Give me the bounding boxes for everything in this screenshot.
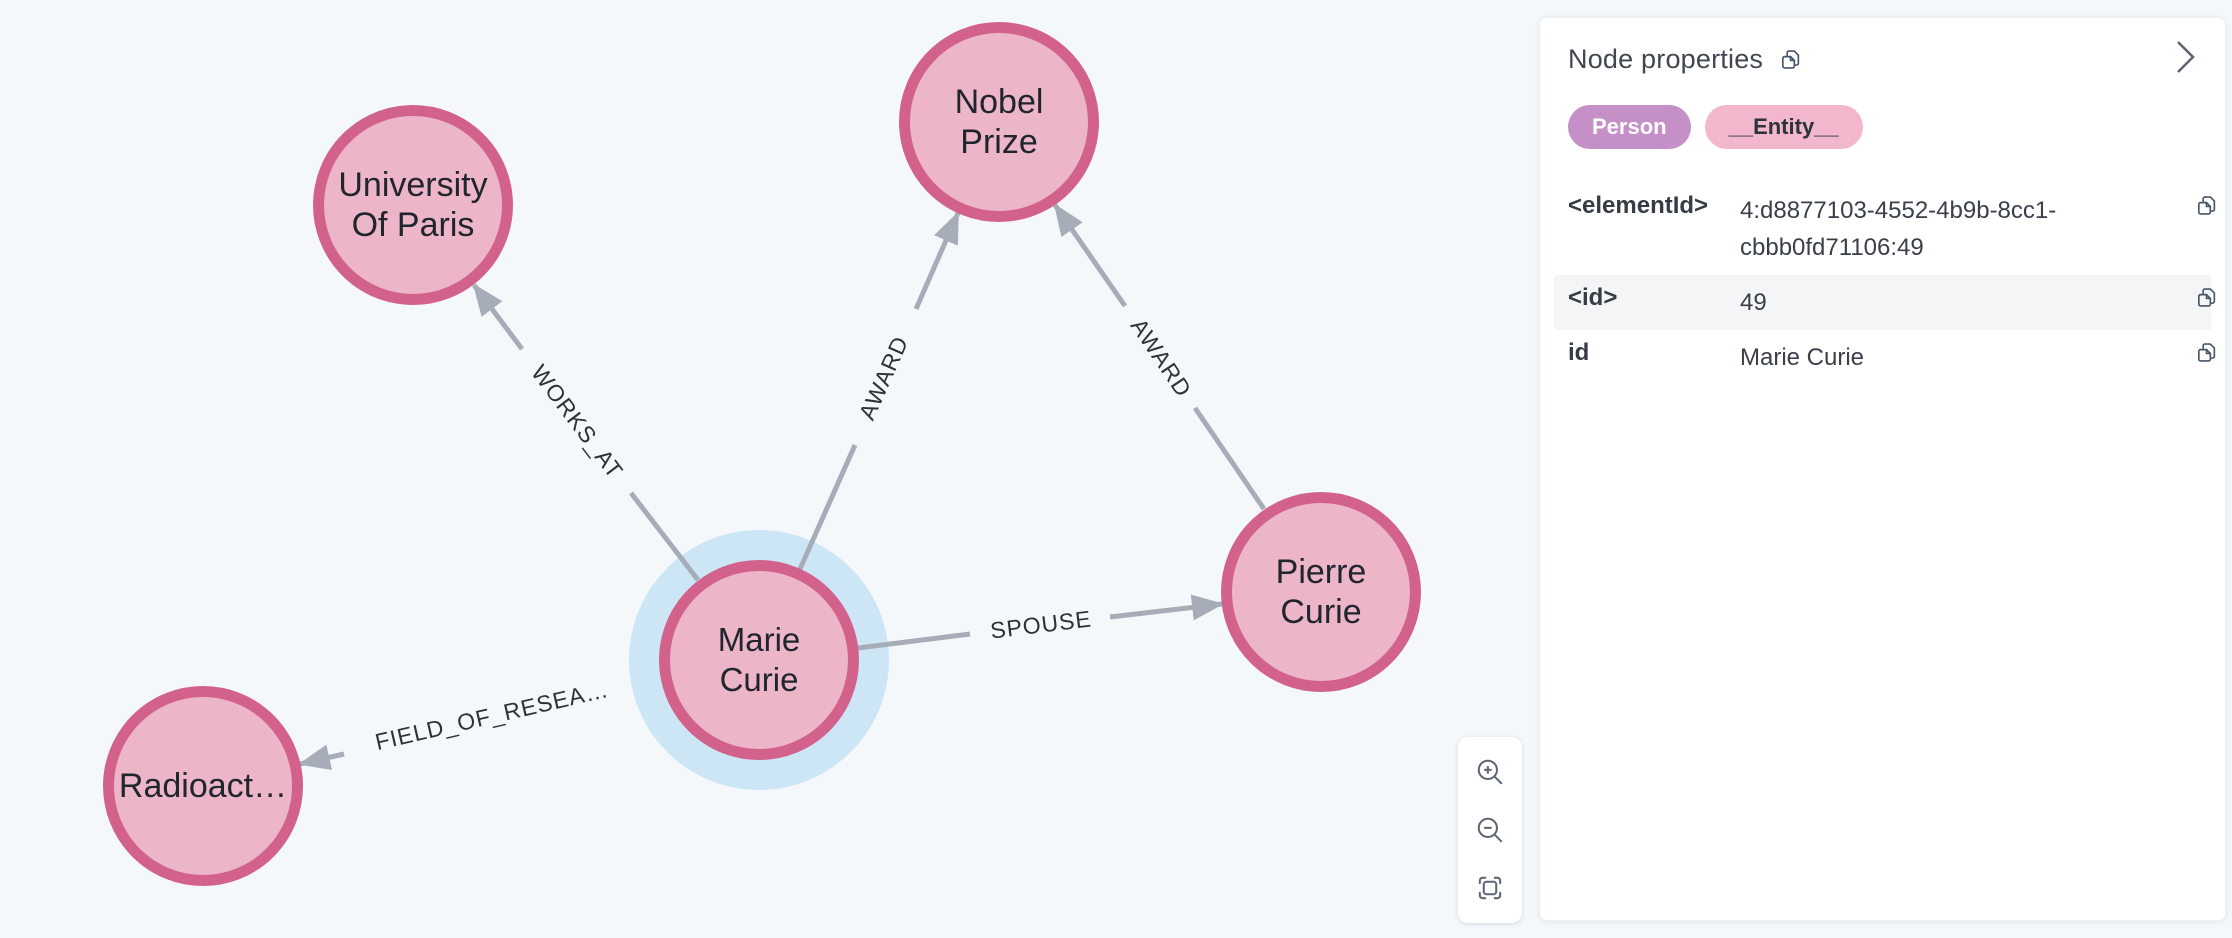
- property-key: id: [1568, 339, 1590, 366]
- edge-award-marie-arrow[interactable]: [913, 211, 961, 311]
- node-label: Prize: [960, 123, 1038, 161]
- property-value: Marie Curie: [1740, 344, 1865, 371]
- edge-works-at-line[interactable]: [629, 491, 700, 582]
- copy-icon[interactable]: [2195, 286, 2218, 309]
- node-label: University: [338, 166, 488, 204]
- properties-table: <elementId> 4:d8877103-4552-4b9b-8cc1-cb…: [1554, 183, 2216, 385]
- chevron-right-icon[interactable]: [2173, 38, 2197, 76]
- zoom-controls: [1458, 737, 1522, 923]
- copy-icon[interactable]: [1779, 48, 1802, 71]
- node-label: Pierre: [1275, 553, 1367, 591]
- zoom-in-icon[interactable]: [1468, 750, 1512, 794]
- edge-spouse-arrow[interactable]: [1109, 594, 1224, 621]
- node-label: Curie: [719, 661, 799, 698]
- property-value: 4:d8877103-4552-4b9b-8cc1-cbbb0fd71106:4…: [1740, 197, 2057, 261]
- node-label: Marie: [717, 621, 801, 658]
- copy-icon[interactable]: [2195, 341, 2218, 364]
- node-marie-curie-selected[interactable]: Marie Curie: [659, 560, 859, 760]
- badge-person[interactable]: Person: [1568, 105, 1691, 149]
- node-label: Nobel: [954, 83, 1044, 121]
- node-properties-panel: Node properties Person __Entity__ <eleme…: [1539, 17, 2226, 921]
- node-label-badges: Person __Entity__: [1568, 105, 2197, 149]
- zoom-out-icon[interactable]: [1468, 808, 1512, 852]
- node-university-of-paris[interactable]: University Of Paris: [313, 105, 513, 305]
- property-key: <elementId>: [1568, 192, 1709, 219]
- copy-icon[interactable]: [2195, 194, 2218, 217]
- property-value: 49: [1740, 289, 1767, 316]
- edge-award-pierre-line[interactable]: [1192, 406, 1267, 511]
- fit-to-screen-icon[interactable]: [1468, 866, 1512, 910]
- edge-award-marie-line[interactable]: [797, 443, 858, 571]
- property-row-id: id Marie Curie: [1554, 330, 2216, 385]
- badge-entity[interactable]: __Entity__: [1704, 105, 1863, 149]
- node-label: Curie: [1280, 593, 1362, 631]
- node-label: Radioact…: [118, 767, 288, 805]
- node-pierre-curie[interactable]: Pierre Curie: [1221, 492, 1421, 692]
- edge-spouse-line[interactable]: [857, 631, 971, 651]
- panel-header: Node properties: [1568, 41, 2197, 75]
- node-radioactivity[interactable]: Radioact…: [103, 686, 303, 886]
- node-nobel-prize[interactable]: Nobel Prize: [899, 22, 1099, 222]
- edge-works-at-arrow[interactable]: [472, 283, 524, 351]
- node-label: Of Paris: [351, 206, 475, 244]
- property-row-id-internal: <id> 49: [1554, 275, 2216, 330]
- property-key: <id>: [1568, 284, 1618, 311]
- edge-award-pierre-arrow[interactable]: [1052, 203, 1128, 308]
- panel-title: Node properties: [1568, 44, 1764, 74]
- property-row-elementid: <elementId> 4:d8877103-4552-4b9b-8cc1-cb…: [1554, 183, 2216, 275]
- edge-field-of-research-arrow[interactable]: [298, 744, 345, 771]
